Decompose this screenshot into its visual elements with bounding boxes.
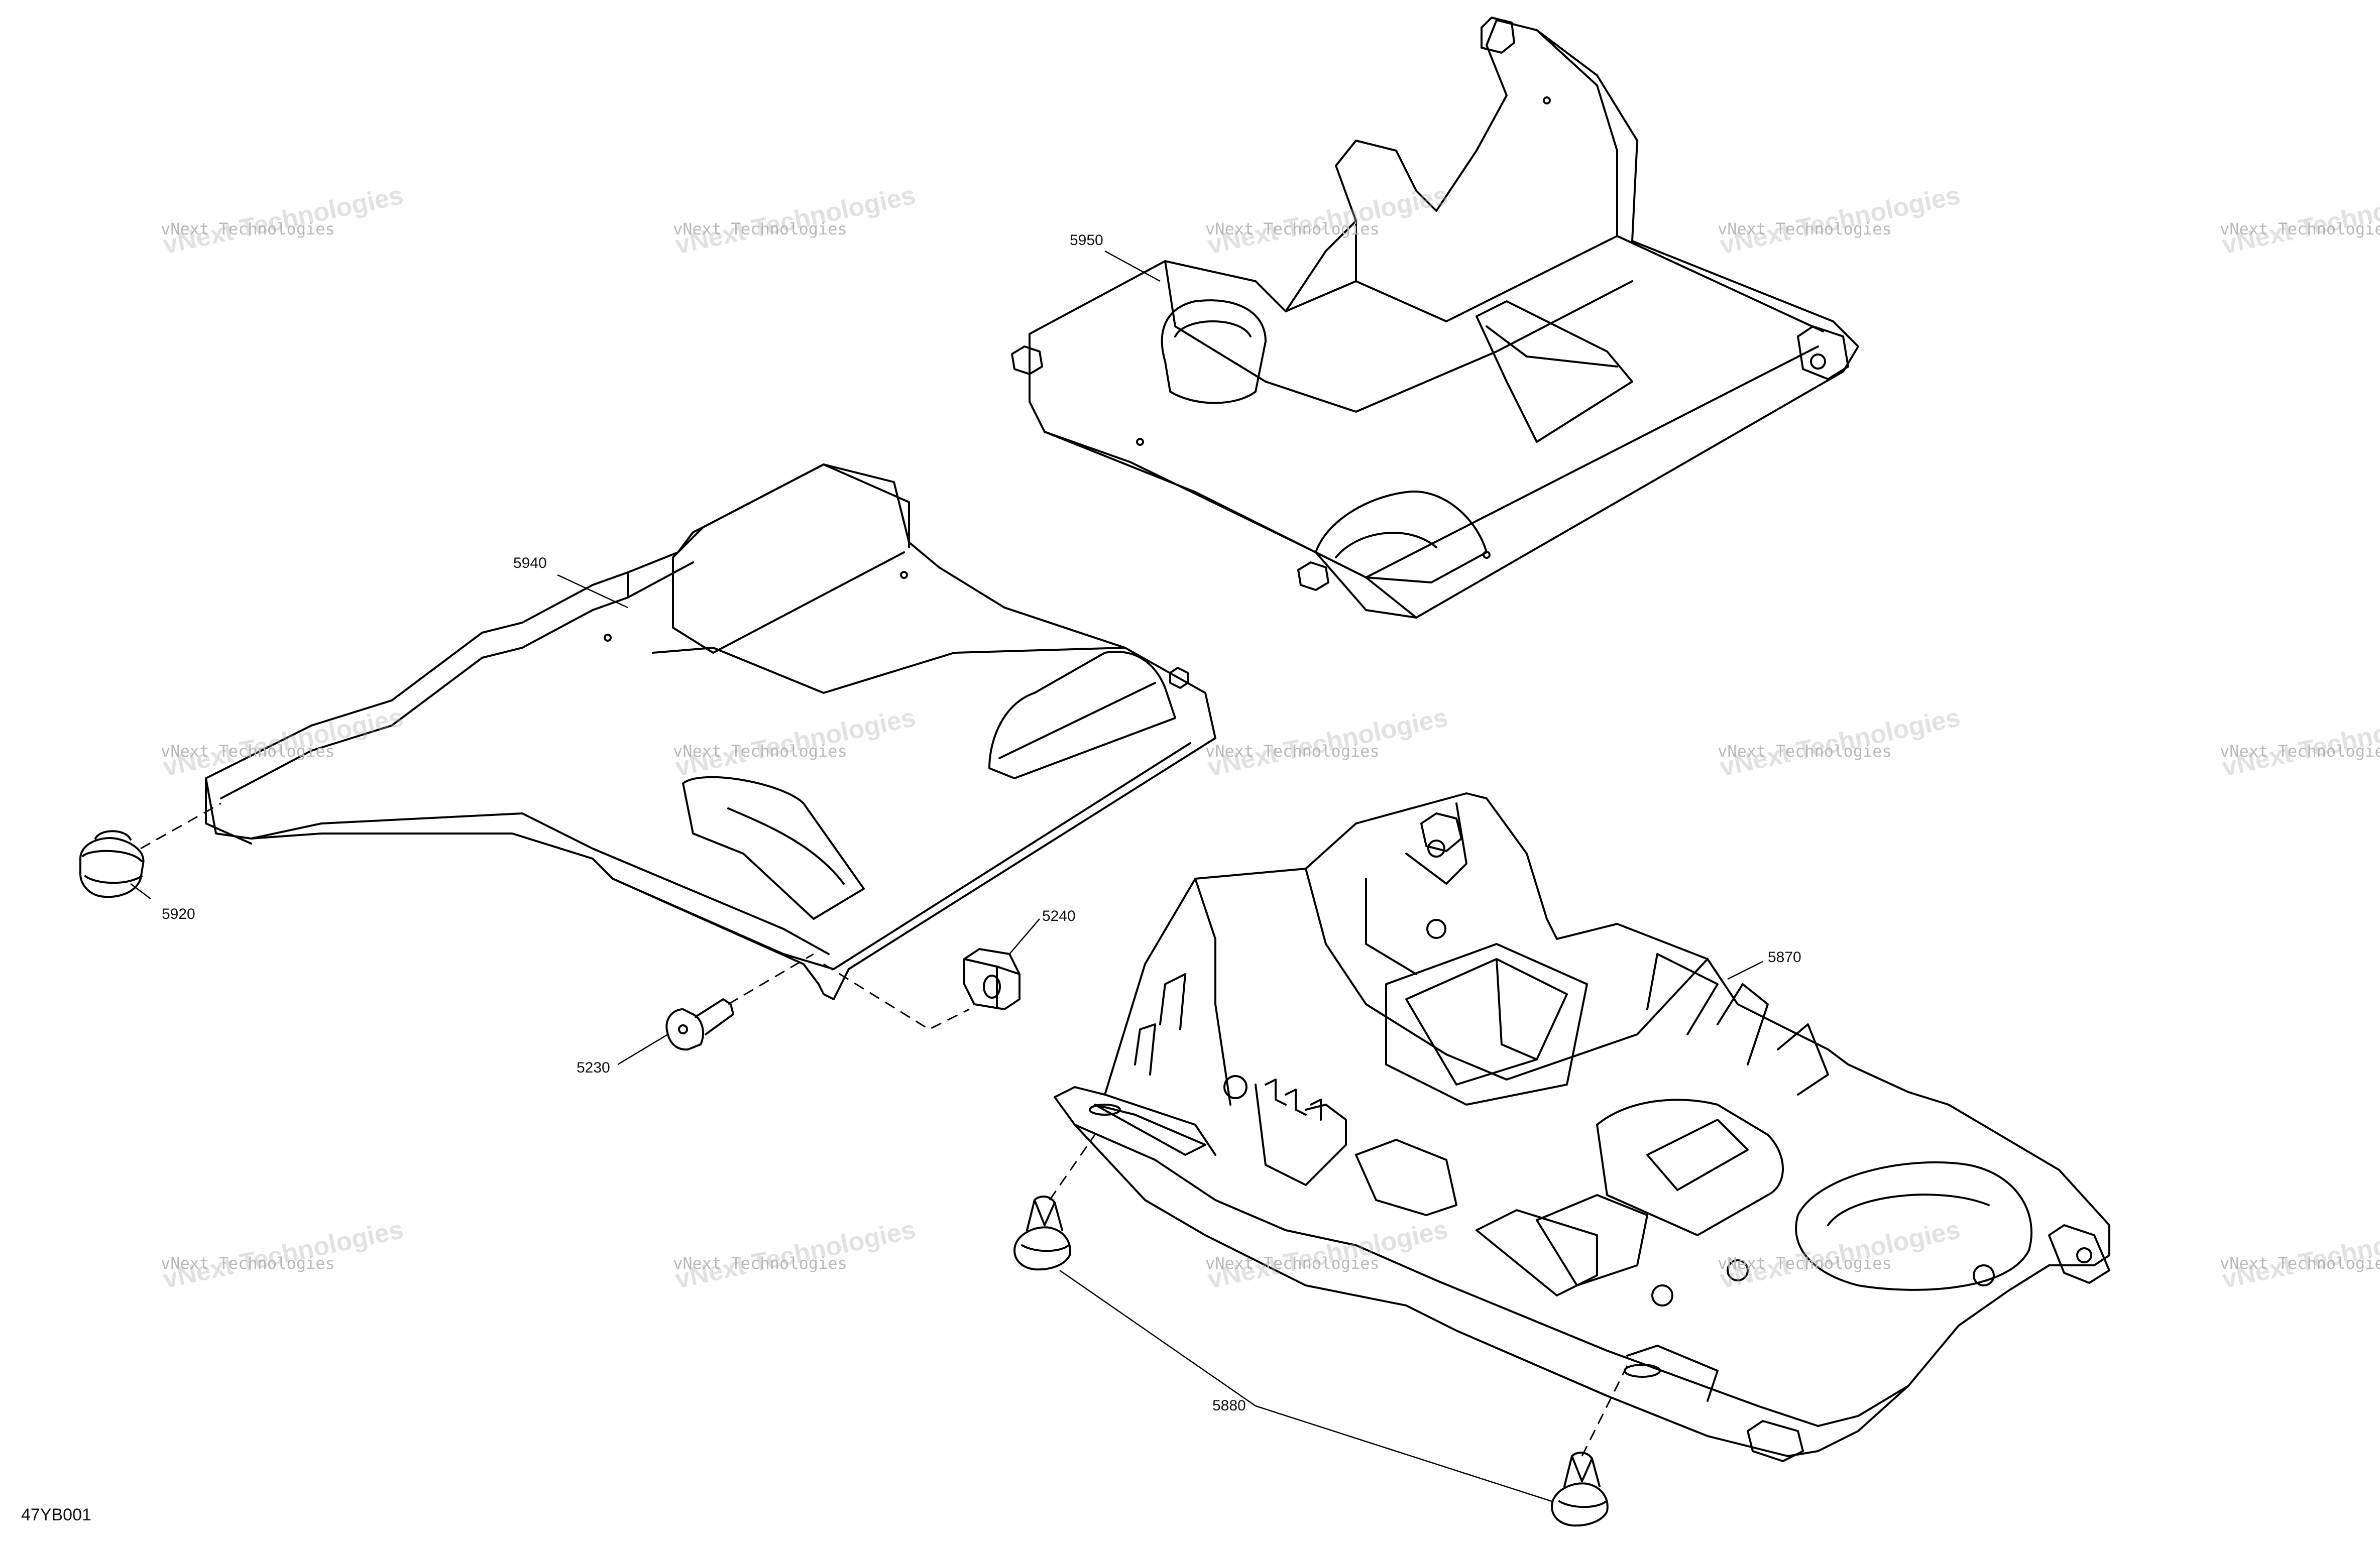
leader-5230 [617,1033,668,1065]
skid-plate-5950 [1011,17,1859,619]
assembly-line-5230 [728,953,814,1005]
bolt-5230 [665,998,734,1051]
callout-5240: 5240 [1042,908,1076,924]
callout-5230: 5230 [577,1059,610,1076]
figure-id: 47YB001 [21,1505,91,1524]
assembly-line-5240 [823,963,970,1030]
push-rivet-5920 [79,830,145,898]
leader-5920 [130,883,151,899]
skid-plate-5870 [1054,792,2110,1462]
leader-5870 [1727,961,1763,980]
leader-5240 [1009,918,1040,955]
assembly-line-5880-b [1581,1365,1628,1457]
callout-5920: 5920 [162,906,195,922]
leader-5880-b [1255,1405,1552,1502]
leader-5950 [1104,250,1161,282]
push-rivet-5880-a [1013,1196,1071,1271]
leader-5940 [557,574,628,609]
nut-5240 [963,948,1021,1010]
skid-plate-5940 [205,463,1216,1000]
callout-5940: 5940 [513,555,547,571]
assembly-line-5880-a [1049,1134,1096,1201]
leader-5880-a [1059,1269,1256,1407]
push-rivet-5880-b [1551,1452,1609,1527]
callout-5870: 5870 [1768,949,1801,966]
callout-5950: 5950 [1070,232,1103,249]
callout-5880: 5880 [1212,1397,1246,1414]
assembly-line-5920 [140,802,221,850]
